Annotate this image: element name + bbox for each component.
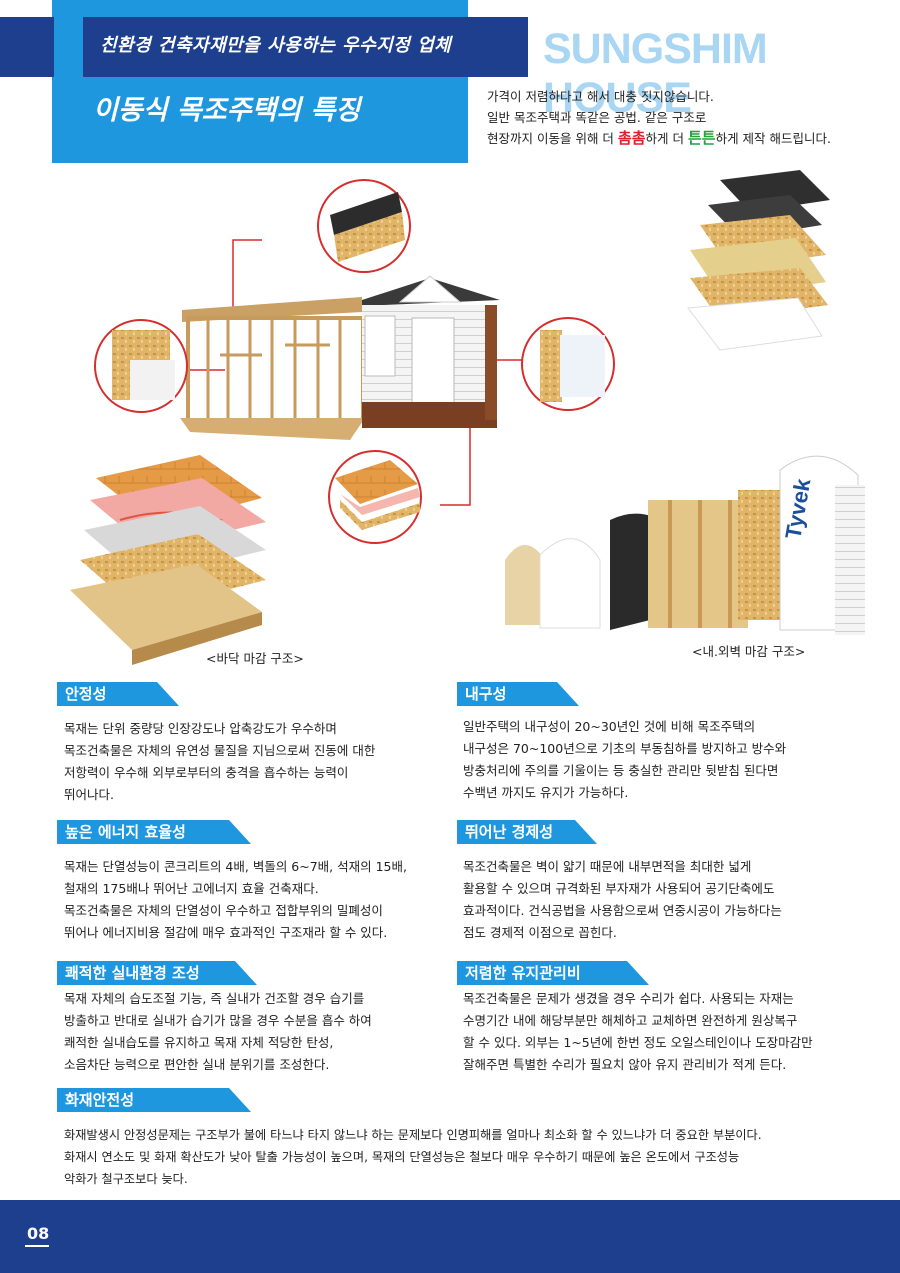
footer-bar xyxy=(0,1200,900,1273)
page-number: 08 xyxy=(27,1224,50,1243)
section-maintenance-body: 목조건축물은 문제가 생겼을 경우 수리가 쉽다. 사용되는 자재는 수명기간 … xyxy=(463,991,813,1072)
section-maintenance-heading: 저렴한 유지관리비 xyxy=(457,961,665,985)
section-fire-heading: 화재안전성 xyxy=(57,1088,265,1112)
callout-wall-inner xyxy=(94,319,188,413)
intro-line-1: 가격이 저렴하다고 해서 대충 짓지않습니다. xyxy=(487,89,714,104)
slogan-text: 친환경 건축자재만을 사용하는 우수지정 업체 xyxy=(100,35,452,56)
intro-text: 가격이 저렴하다고 해서 대충 짓지않습니다. 일반 목조주택과 똑같은 공법.… xyxy=(487,86,887,149)
house-frame xyxy=(180,275,500,440)
wall-structure-caption: <내.외벽 마감 구조> xyxy=(692,644,806,659)
intro-line-2: 일반 목조주택과 똑같은 공법. 같은 구조로 xyxy=(487,110,707,125)
floor-layers-exploded xyxy=(70,455,266,665)
floor-structure-caption: <바닥 마감 구조> xyxy=(206,651,304,666)
wall-layers-exploded: Tyvek xyxy=(505,455,865,635)
section-stability-body: 목재는 단위 중량당 인장강도나 압축강도가 우수하며 목조건축물은 자체의 유… xyxy=(64,721,376,802)
callout-wall-outer xyxy=(521,317,615,411)
brand-name: SUNGSHIM HOUSE xyxy=(543,25,768,122)
intro-line-3: 현장까지 이동을 위해 더 촘촘하게 더 튼튼하게 제작 해드립니다. xyxy=(487,129,831,147)
page-number-underline xyxy=(25,1245,49,1247)
section-fire-body: 화재발생시 안정성문제는 구조부가 불에 타느냐 타지 않느냐 하는 문제보다 … xyxy=(64,1128,762,1186)
section-comfort-body: 목재 자체의 습도조절 기능, 즉 실내가 건조할 경우 습기를 방출하고 반대… xyxy=(64,991,372,1072)
emphasis-dense: 촘촘 xyxy=(617,129,646,147)
callout-floor xyxy=(328,450,422,544)
section-stability-heading: 안정성 xyxy=(57,682,195,706)
section-energy-heading: 높은 에너지 효율성 xyxy=(57,820,265,844)
section-durability-heading: 내구성 xyxy=(457,682,595,706)
emphasis-strong: 튼튼 xyxy=(687,129,716,147)
structure-illustration: Tyvek xyxy=(70,170,865,665)
page-title: 이동식 목조주택의 특징 xyxy=(93,95,361,126)
section-comfort-heading: 쾌적한 실내환경 조성 xyxy=(57,961,275,985)
callout-roof xyxy=(317,179,411,273)
roof-layers-exploded xyxy=(687,170,830,351)
section-energy-body: 목재는 단열성능이 콘크리트의 4배, 벽돌의 6~7배, 석재의 15배, 철… xyxy=(64,859,407,940)
section-economy-body: 목조건축물은 벽이 얇기 때문에 내부면적을 최대한 넓게 활용할 수 있으며 … xyxy=(463,859,782,940)
section-economy-heading: 뛰어난 경제성 xyxy=(457,820,615,844)
section-durability-body: 일반주택의 내구성이 20~30년인 것에 비해 목조주택의 내구성은 70~1… xyxy=(463,719,787,800)
slogan-bar xyxy=(83,17,528,77)
header-navy-accent xyxy=(0,17,54,77)
